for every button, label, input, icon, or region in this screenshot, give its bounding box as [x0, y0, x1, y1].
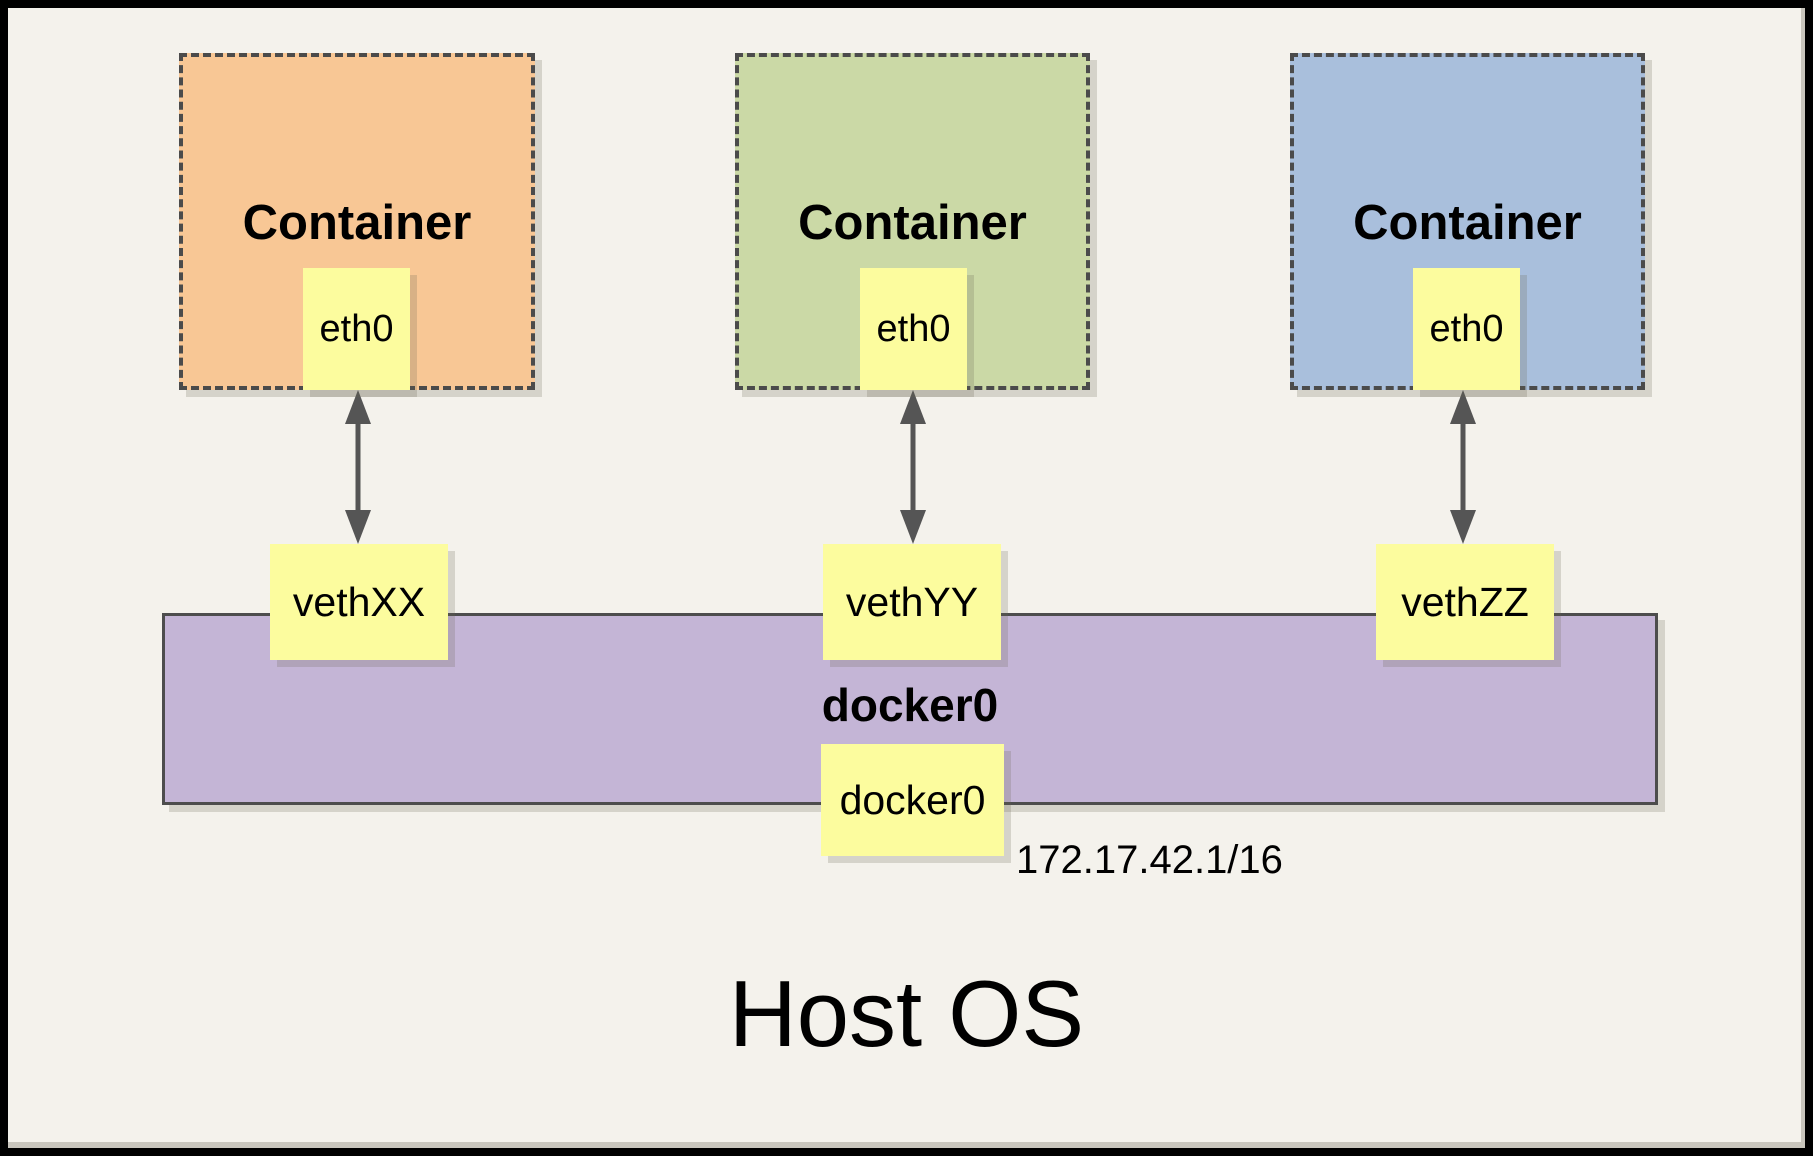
bridge-ip-label: 172.17.42.1/16 [1016, 838, 1283, 882]
vethYY-box: vethYY [823, 544, 1001, 660]
eth0-box-2: eth0 [860, 268, 967, 390]
double-arrow-icon-2 [900, 390, 926, 544]
vethXX-box: vethXX [270, 544, 448, 660]
container-title-1: Container [242, 196, 472, 250]
eth0-box-3: eth0 [1413, 268, 1520, 390]
container-title-3: Container [1353, 196, 1582, 250]
docker0-bridge-label: docker0 [821, 679, 999, 731]
vethYY-label: vethYY [845, 578, 979, 625]
double-arrow-icon-3 [1450, 390, 1476, 544]
eth0-label-2: eth0 [876, 307, 951, 350]
vethZZ-label: vethZZ [1401, 578, 1529, 625]
docker0-interface-label: docker0 [839, 776, 986, 823]
eth0-label-3: eth0 [1429, 307, 1504, 350]
docker0-interface-box: docker0 [821, 744, 1004, 856]
vethZZ-box: vethZZ [1376, 544, 1554, 660]
eth0-box-1: eth0 [303, 268, 410, 390]
vethXX-label: vethXX [292, 578, 426, 625]
host-os-label: Host OS [728, 961, 1085, 1066]
eth0-label-1: eth0 [319, 307, 394, 350]
double-arrow-icon-1 [345, 390, 371, 544]
container-title-2: Container [798, 196, 1027, 250]
